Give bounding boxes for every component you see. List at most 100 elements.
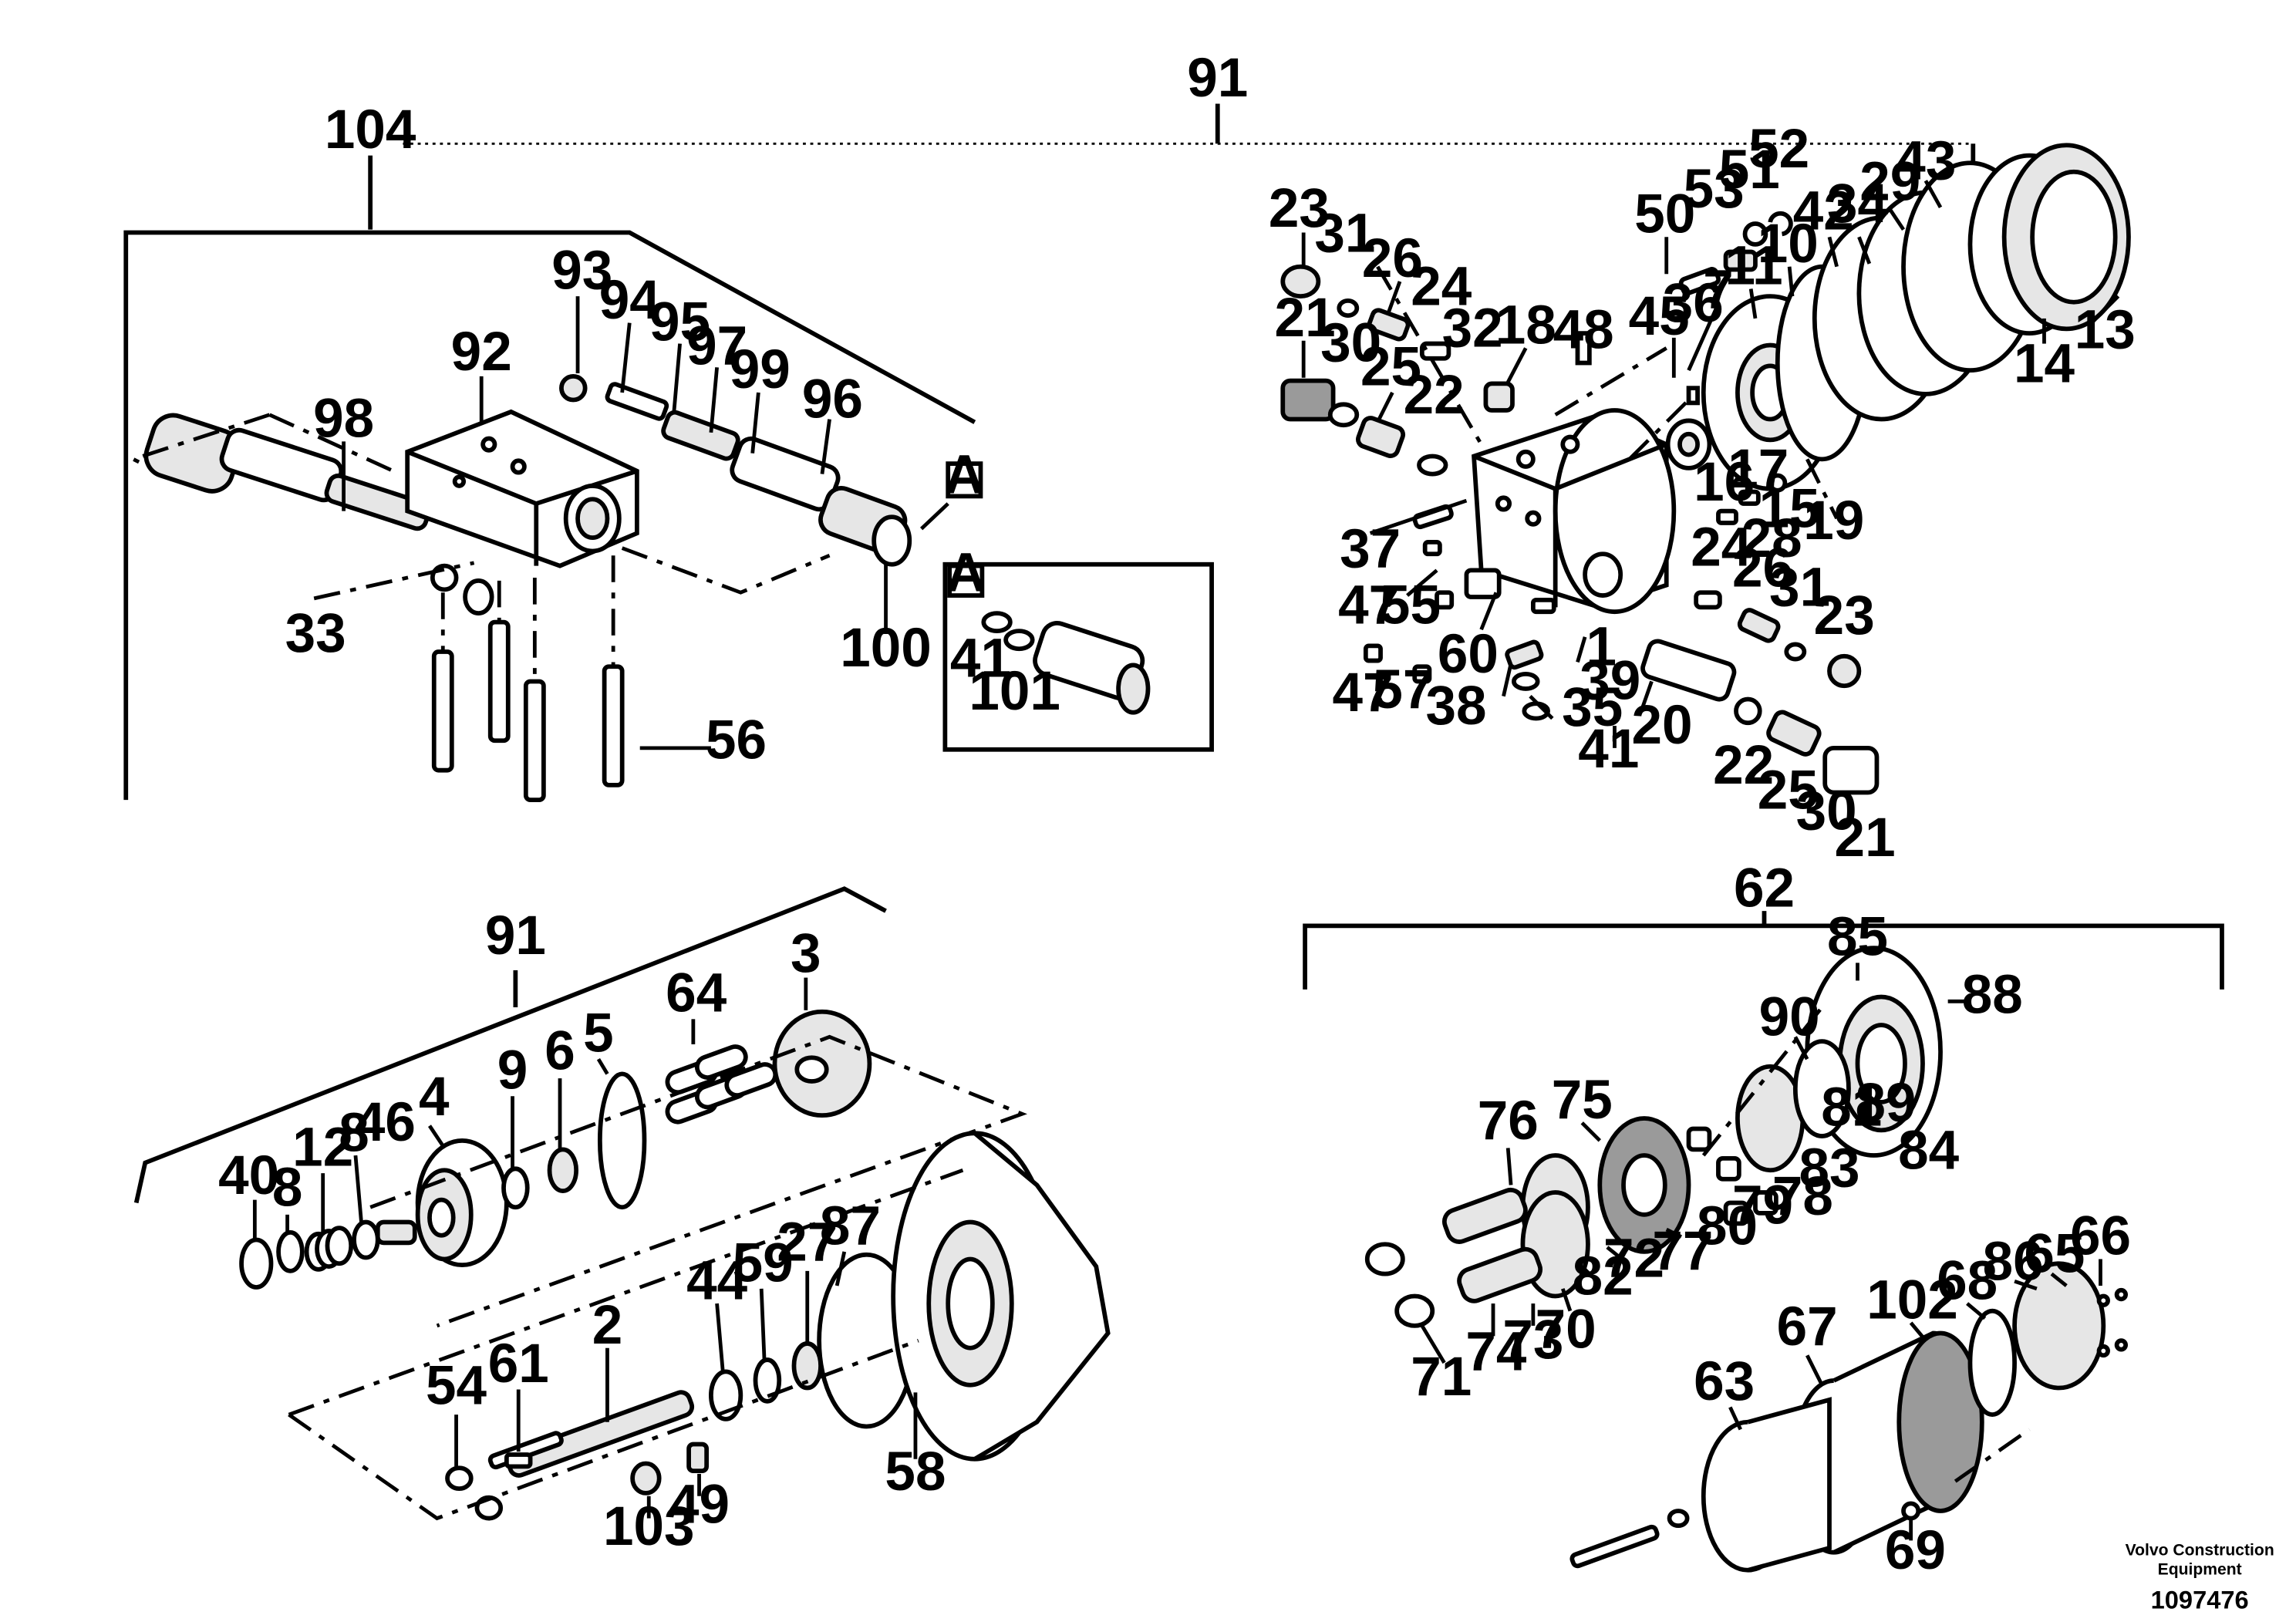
cylinder-block-4 (415, 1138, 509, 1268)
callout: 75 (1552, 1070, 1613, 1131)
callout: 57 (1372, 659, 1433, 720)
callout: 35 (1562, 677, 1623, 738)
callout: 56 (706, 710, 767, 771)
callout: 67 (1777, 1297, 1838, 1357)
callout: 20 (1631, 695, 1692, 756)
callout: 19 (1803, 491, 1864, 551)
swash-plate-3 (772, 1009, 872, 1118)
callout-labels: 104 91 93 94 92 95 97 99 96 98 33 56 100… (218, 48, 2136, 1581)
callout: 100 (840, 618, 932, 679)
callout: 9 (497, 1040, 528, 1101)
callout: 85 (1827, 907, 1888, 968)
callout: 50 (1634, 184, 1695, 245)
callout: 47 (1338, 575, 1399, 636)
callout: 95 (649, 292, 710, 353)
callout: A (946, 542, 986, 603)
callout: 60 (1438, 624, 1499, 685)
callout: 6 (544, 1021, 575, 1082)
callout: 45 (1629, 286, 1690, 347)
planetary-parts (1364, 946, 2129, 1573)
callout: 90 (1759, 986, 1820, 1047)
hub-63 (1701, 1397, 1832, 1573)
callout: 89 (1855, 1073, 1916, 1134)
callout: 4 (419, 1067, 450, 1128)
callout: 69 (1885, 1520, 1946, 1581)
callout: 86 (1983, 1231, 2044, 1292)
callout: 68 (1937, 1250, 1998, 1311)
callout: 34 (1827, 174, 1889, 234)
callout: 37 (1340, 519, 1401, 580)
callout: 88 (1962, 965, 2023, 1026)
callout: 46 (355, 1092, 416, 1153)
callout: 12 (292, 1117, 353, 1178)
bolts-56 (431, 619, 625, 802)
callout: 62 (1734, 858, 1795, 919)
callout: 76 (1478, 1091, 1539, 1152)
callout: 36 (1663, 273, 1724, 334)
carrier-77 (1597, 1116, 1691, 1254)
brand-line-2: Equipment (2158, 1561, 2242, 1579)
callout: 8 (272, 1157, 303, 1218)
callout: 31 (1769, 558, 1830, 619)
callout: 32 (1442, 298, 1503, 359)
callout: 18 (1495, 295, 1556, 356)
callout: 52 (1748, 119, 1809, 180)
callout: 21 (1275, 288, 1336, 349)
callout: 3 (791, 923, 821, 984)
spring-12 (304, 1226, 354, 1272)
callout: 72 (1603, 1229, 1664, 1290)
small-parts-motor (1363, 331, 1788, 721)
callout: 25 (1360, 336, 1421, 397)
piston-motor-parts (239, 1009, 872, 1290)
leader-lines-planetary (1420, 963, 2102, 1541)
callout: 53 (1684, 159, 1745, 220)
callout: 83 (1799, 1138, 1859, 1199)
callout: 1 (1586, 616, 1617, 677)
relief-parts-left (1280, 264, 1515, 477)
callout: 79 (1732, 1175, 1793, 1236)
callout: 22 (1713, 735, 1774, 796)
callout: 49 (669, 1474, 730, 1535)
callout: 94 (599, 270, 661, 331)
callout: 98 (313, 389, 374, 450)
callout: 65 (2024, 1224, 2085, 1285)
callout: 87 (820, 1195, 881, 1256)
drawing-number: 1097476 (2151, 1586, 2249, 1614)
callout: 61 (488, 1334, 549, 1394)
callout: 30 (1796, 781, 1857, 842)
valve-spool-96 (559, 373, 912, 567)
group-bracket-91-bottom (133, 886, 887, 1204)
callout: 41 (1578, 719, 1639, 780)
callout: 48 (1553, 299, 1614, 360)
callout: 102 (1866, 1270, 1958, 1330)
callout: 59 (733, 1233, 794, 1293)
callout: 78 (1772, 1166, 1833, 1227)
callout: 55 (1380, 575, 1441, 636)
callout: 73 (1502, 1310, 1563, 1371)
shaft-and-housing (445, 1131, 1111, 1521)
motor-housing-1 (1472, 408, 1677, 615)
leader-lines-valve (128, 296, 949, 750)
callout: 29 (1859, 151, 1920, 212)
callout: 24 (1411, 257, 1472, 318)
callout: 7 (1703, 259, 1734, 320)
callout: 104 (325, 99, 416, 160)
group-bracket-62 (1303, 911, 2224, 990)
callout: 26 (1362, 228, 1423, 289)
callout: 99 (730, 339, 791, 400)
callout: 66 (2070, 1206, 2131, 1267)
callout: 27 (777, 1212, 838, 1273)
callout: 96 (802, 369, 863, 430)
callout: 13 (2075, 299, 2136, 360)
callout: 92 (451, 322, 512, 383)
callout: 91 (485, 905, 546, 966)
callout: 31 (1314, 203, 1375, 264)
callout: 93 (551, 241, 612, 302)
callout: 15 (1759, 479, 1820, 540)
callout: 25 (1758, 760, 1819, 821)
callout: 28 (1741, 508, 1802, 569)
motor-housing-58 (891, 1131, 1111, 1462)
callout: 43 (1895, 130, 1956, 191)
callout: 103 (603, 1496, 695, 1557)
